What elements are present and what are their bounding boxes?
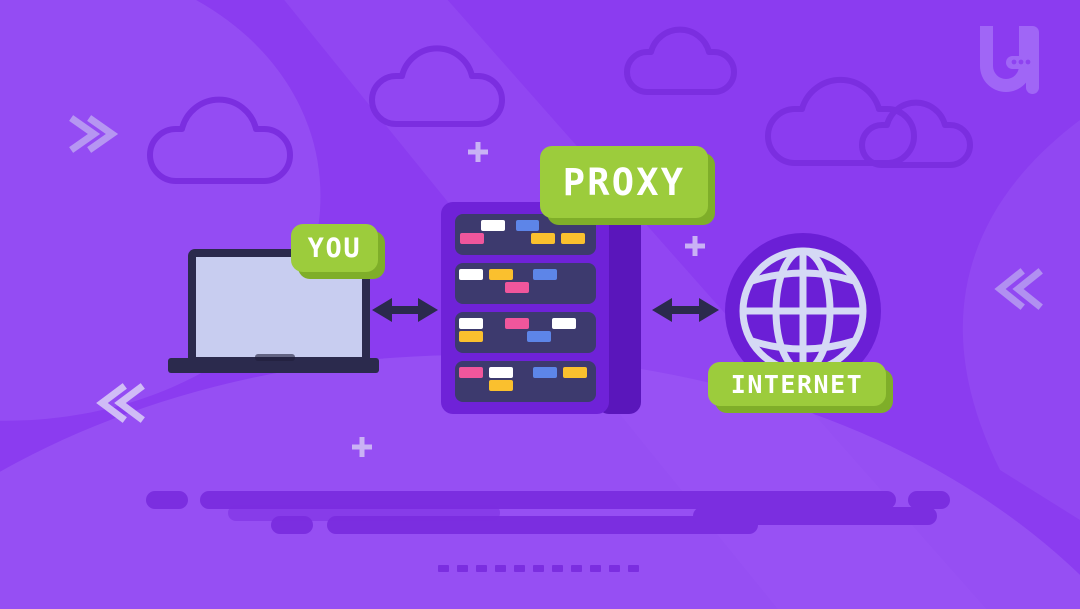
badge-internet-face: INTERNET bbox=[708, 362, 886, 406]
dotted-line bbox=[438, 565, 639, 572]
bottom-bar-1 bbox=[146, 491, 188, 509]
server-rack-chip bbox=[459, 269, 483, 280]
arrow-proxy-to-internet bbox=[652, 298, 719, 322]
cloud-icon-center bbox=[369, 45, 505, 127]
server-rack-chip bbox=[516, 220, 539, 231]
server-rack-chip bbox=[459, 331, 483, 342]
bottom-bar-7 bbox=[228, 505, 500, 521]
badge-internet[interactable]: INTERNET bbox=[708, 362, 893, 413]
bottom-bar-3 bbox=[908, 491, 950, 509]
server-rack-chip bbox=[563, 367, 587, 378]
server-rack-chip bbox=[533, 269, 557, 280]
cloud-icon-top-right bbox=[624, 26, 737, 95]
chevron-left-right-icon-b bbox=[1012, 268, 1043, 310]
background-blob-bottom bbox=[0, 355, 1080, 609]
badge-you-face: YOU bbox=[291, 224, 378, 272]
badge-internet-label: INTERNET bbox=[730, 369, 864, 399]
chevron-right-icon-a bbox=[69, 115, 101, 153]
server-rack-slot bbox=[455, 361, 596, 402]
server-rack-chip bbox=[531, 233, 555, 244]
server-rack-chip bbox=[489, 380, 513, 391]
server-rack-chip bbox=[505, 282, 529, 293]
server-rack-chip bbox=[481, 220, 505, 231]
uh-logo-watermark bbox=[980, 26, 1039, 94]
cloud-icon-right-small bbox=[859, 99, 973, 168]
bottom-bar-2 bbox=[200, 491, 896, 509]
server-rack-chip bbox=[459, 367, 483, 378]
badge-proxy[interactable]: PROXY bbox=[540, 146, 715, 225]
badge-proxy-face: PROXY bbox=[540, 146, 708, 218]
chevron-right-icon-b bbox=[87, 115, 119, 153]
server-rack-chip bbox=[533, 367, 557, 378]
cloud-icon-right-large bbox=[765, 76, 917, 166]
server-rack-slot bbox=[455, 263, 596, 304]
background-wedge-right bbox=[962, 120, 1080, 520]
server-rack-chip bbox=[505, 318, 529, 329]
cloud-icon-left bbox=[147, 96, 293, 184]
server-rack-chip bbox=[561, 233, 585, 244]
bottom-bar-group bbox=[146, 491, 950, 534]
badge-proxy-label: PROXY bbox=[562, 160, 686, 204]
server-rack-chip bbox=[459, 318, 483, 329]
chevron-left-right-icon-a bbox=[994, 268, 1025, 310]
server-rack-chip bbox=[552, 318, 576, 329]
server-rack-chip bbox=[460, 233, 484, 244]
server-rack-chip bbox=[489, 367, 513, 378]
server-rack-chip bbox=[527, 331, 551, 342]
server-rack-slot bbox=[455, 312, 596, 353]
bottom-bar-6 bbox=[693, 507, 937, 525]
badge-you-label: YOU bbox=[307, 232, 362, 264]
arrow-you-to-proxy bbox=[372, 298, 438, 322]
badge-you[interactable]: YOU bbox=[291, 224, 385, 279]
chevron-left-icon-b bbox=[114, 383, 145, 423]
chevron-left-icon-a bbox=[96, 383, 127, 423]
server-rack-chip bbox=[489, 269, 513, 280]
